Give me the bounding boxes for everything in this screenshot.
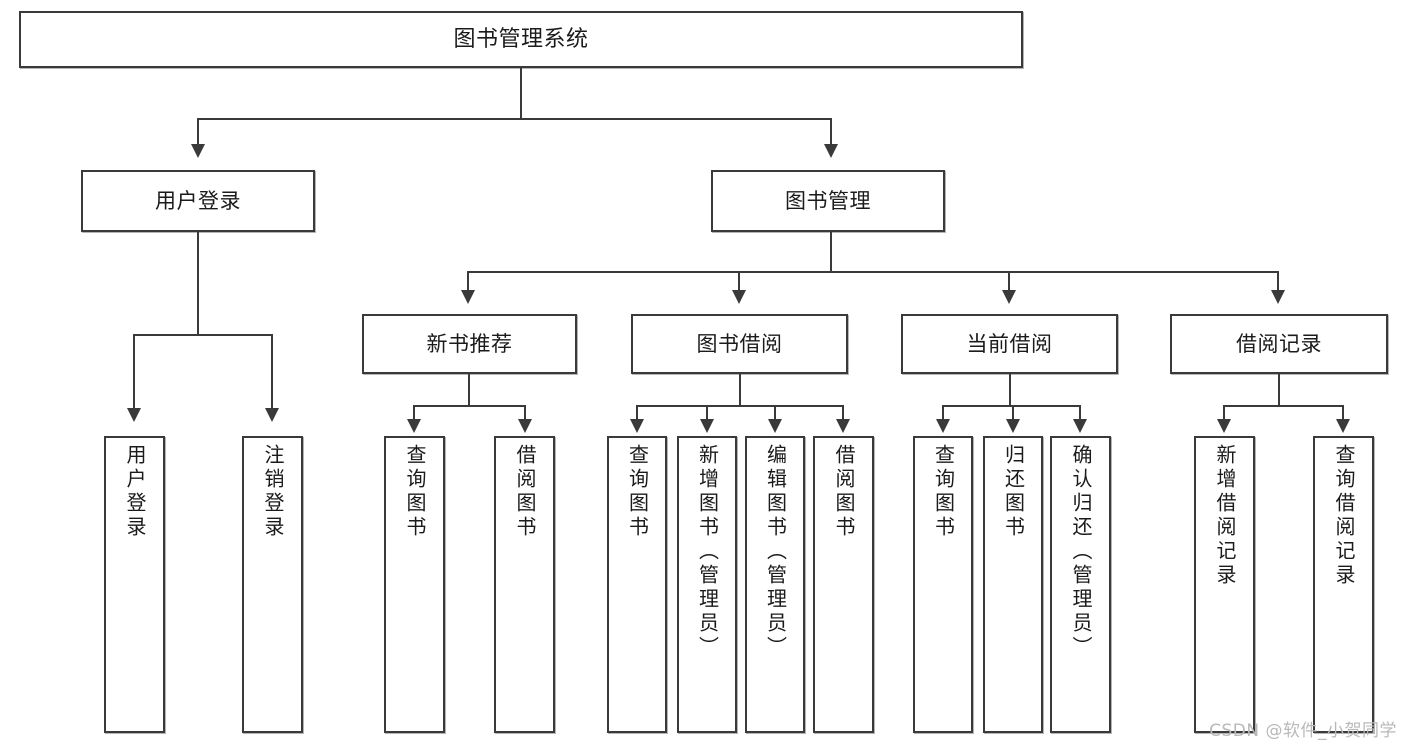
node-book-management[interactable]: 图书管理 xyxy=(711,170,945,232)
arrow-book-mgmt-to-current xyxy=(1002,290,1016,304)
arrow-user-login-to-leaf-2 xyxy=(265,408,279,422)
arrow-borrow-records-to-leaf-1 xyxy=(1217,419,1231,433)
edge-borrow-records-to-leaf-2 xyxy=(1342,405,1344,421)
edge-new-book-stem xyxy=(468,374,470,406)
node-label: 借阅图书 xyxy=(832,444,856,540)
node-label: 借阅图书 xyxy=(513,444,537,540)
edge-book-borrow-to-leaf-3 xyxy=(774,405,776,421)
edge-book-borrow-stem xyxy=(739,374,741,406)
edge-book-borrow-to-leaf-1 xyxy=(636,405,638,421)
edge-borrow-records-bus xyxy=(1223,405,1343,407)
node-label: 确认归还（管理员） xyxy=(1069,444,1093,660)
arrow-book-borrow-to-leaf-3 xyxy=(768,419,782,433)
node-label: 图书借阅 xyxy=(696,331,783,356)
edge-current-borrow-to-leaf-1 xyxy=(942,405,944,421)
edge-current-borrow-bus xyxy=(942,405,1080,407)
arrow-book-mgmt-to-borrow xyxy=(732,290,746,304)
edge-book-mgmt-to-new-book xyxy=(467,271,469,292)
edge-root-to-book-mgmt xyxy=(830,118,832,146)
edge-new-book-to-leaf-1 xyxy=(413,405,415,421)
node-label: 编辑图书（管理员） xyxy=(763,444,788,660)
node-label: 查询图书 xyxy=(625,444,650,540)
edge-book-mgmt-bus xyxy=(467,271,1279,273)
node-label: 归还图书 xyxy=(1001,444,1026,540)
node-label: 新增图书（管理员） xyxy=(695,444,720,660)
node-label: 图书管理 xyxy=(785,188,871,213)
node-label: 注销登录 xyxy=(261,444,285,540)
arrow-book-borrow-to-leaf-2 xyxy=(700,419,714,433)
leaf-book-borrow-query[interactable]: 查询图书 xyxy=(607,436,667,733)
edge-book-borrow-to-leaf-2 xyxy=(706,405,708,421)
arrow-book-borrow-to-leaf-4 xyxy=(836,419,850,433)
leaf-borrow-records-add[interactable]: 新增借阅记录 xyxy=(1194,436,1255,733)
arrow-current-borrow-to-leaf-2 xyxy=(1006,419,1020,433)
leaf-book-borrow-borrow[interactable]: 借阅图书 xyxy=(813,436,874,733)
arrow-root-to-user-login xyxy=(191,144,205,158)
edge-borrow-records-stem xyxy=(1278,374,1280,406)
leaf-new-book-borrow[interactable]: 借阅图书 xyxy=(494,436,555,733)
arrow-current-borrow-to-leaf-1 xyxy=(936,419,950,433)
arrow-book-mgmt-to-records xyxy=(1271,290,1285,304)
leaf-current-borrow-return[interactable]: 归还图书 xyxy=(983,436,1043,733)
leaf-book-borrow-add[interactable]: 新增图书（管理员） xyxy=(677,436,737,733)
leaf-new-book-query[interactable]: 查询图书 xyxy=(384,436,445,733)
node-label: 新增借阅记录 xyxy=(1213,444,1237,588)
arrow-book-mgmt-to-new-book xyxy=(461,290,475,304)
edge-root-bus xyxy=(197,118,832,120)
edge-book-borrow-to-leaf-4 xyxy=(842,405,844,421)
node-current-borrow[interactable]: 当前借阅 xyxy=(901,314,1118,374)
edge-book-mgmt-to-current xyxy=(1008,271,1010,292)
leaf-current-borrow-confirm[interactable]: 确认归还（管理员） xyxy=(1050,436,1111,733)
edge-book-borrow-bus xyxy=(636,405,844,407)
arrow-root-to-book-mgmt xyxy=(824,144,838,158)
node-label: 用户登录 xyxy=(123,444,147,540)
edge-book-mgmt-stem xyxy=(830,232,832,272)
node-label: 新书推荐 xyxy=(426,331,513,356)
leaf-book-borrow-edit[interactable]: 编辑图书（管理员） xyxy=(745,436,805,733)
node-label: 当前借阅 xyxy=(966,331,1053,356)
node-user-login[interactable]: 用户登录 xyxy=(81,170,315,232)
node-label: 查询图书 xyxy=(403,444,427,540)
edge-current-borrow-to-leaf-3 xyxy=(1079,405,1081,421)
edge-new-book-to-leaf-2 xyxy=(524,405,526,421)
edge-root-stem xyxy=(520,68,522,119)
node-label: 图书管理系统 xyxy=(453,26,589,52)
leaf-current-borrow-query[interactable]: 查询图书 xyxy=(913,436,973,733)
watermark-text: CSDN @软件_小贺同学 xyxy=(1209,721,1397,741)
edge-current-borrow-stem xyxy=(1009,374,1011,406)
node-label: 借阅记录 xyxy=(1236,331,1322,356)
edge-user-login-to-leaf-2 xyxy=(271,334,273,410)
edge-current-borrow-to-leaf-2 xyxy=(1012,405,1014,421)
node-label: 查询借阅记录 xyxy=(1332,444,1356,588)
arrow-user-login-to-leaf-1 xyxy=(127,408,141,422)
leaf-borrow-records-query[interactable]: 查询借阅记录 xyxy=(1313,436,1374,733)
node-book-borrow[interactable]: 图书借阅 xyxy=(631,314,848,374)
node-borrow-records[interactable]: 借阅记录 xyxy=(1170,314,1388,374)
node-new-book-recommend[interactable]: 新书推荐 xyxy=(362,314,577,374)
node-root-system[interactable]: 图书管理系统 xyxy=(19,11,1023,68)
edge-borrow-records-to-leaf-1 xyxy=(1223,405,1225,421)
arrow-new-book-to-leaf-2 xyxy=(518,419,532,433)
node-label: 用户登录 xyxy=(155,188,241,213)
edge-new-book-bus xyxy=(413,405,525,407)
edge-root-to-user-login xyxy=(197,118,199,146)
edge-book-mgmt-to-borrow xyxy=(738,271,740,292)
arrow-current-borrow-to-leaf-3 xyxy=(1073,419,1087,433)
arrow-borrow-records-to-leaf-2 xyxy=(1336,419,1350,433)
leaf-user-login-logout[interactable]: 注销登录 xyxy=(242,436,303,733)
edge-book-mgmt-to-records xyxy=(1277,271,1279,292)
edge-user-login-bus xyxy=(133,334,272,336)
arrow-book-borrow-to-leaf-1 xyxy=(630,419,644,433)
edge-user-login-to-leaf-1 xyxy=(133,334,135,410)
arrow-new-book-to-leaf-1 xyxy=(407,419,421,433)
edge-user-login-stem xyxy=(197,232,199,335)
leaf-user-login-login[interactable]: 用户登录 xyxy=(104,436,165,733)
node-label: 查询图书 xyxy=(931,444,956,540)
